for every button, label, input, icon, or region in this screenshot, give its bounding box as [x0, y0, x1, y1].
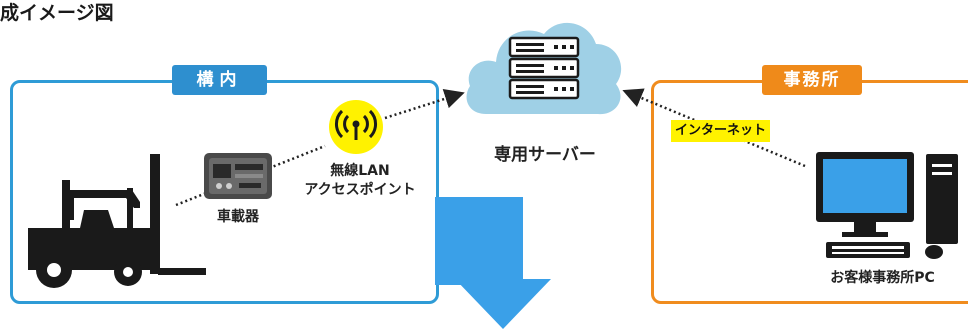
internet-label: インターネット: [671, 120, 771, 142]
onboard-unit-icon: [203, 152, 273, 200]
office-tag: 事務所: [762, 65, 862, 95]
wifi-antenna-icon: [327, 98, 385, 156]
office-pc-label: お客様事務所PC: [830, 270, 935, 286]
forklift-icon: [22, 150, 207, 290]
onboard-unit-label: 車載器: [217, 209, 259, 225]
access-point-label-line1: 無線LAN: [330, 163, 390, 179]
down-arrow-icon: [435, 197, 555, 329]
server-cloud-icon: [462, 10, 627, 122]
premises-tag: 構内: [172, 65, 267, 95]
access-point-label-line2: アクセスポイント: [304, 182, 416, 198]
server-label: 専用サーバー: [494, 145, 596, 165]
page-title: 成イメージ図: [0, 2, 114, 24]
link-ap-to-server: [384, 89, 465, 120]
desktop-pc-icon: [814, 150, 964, 260]
